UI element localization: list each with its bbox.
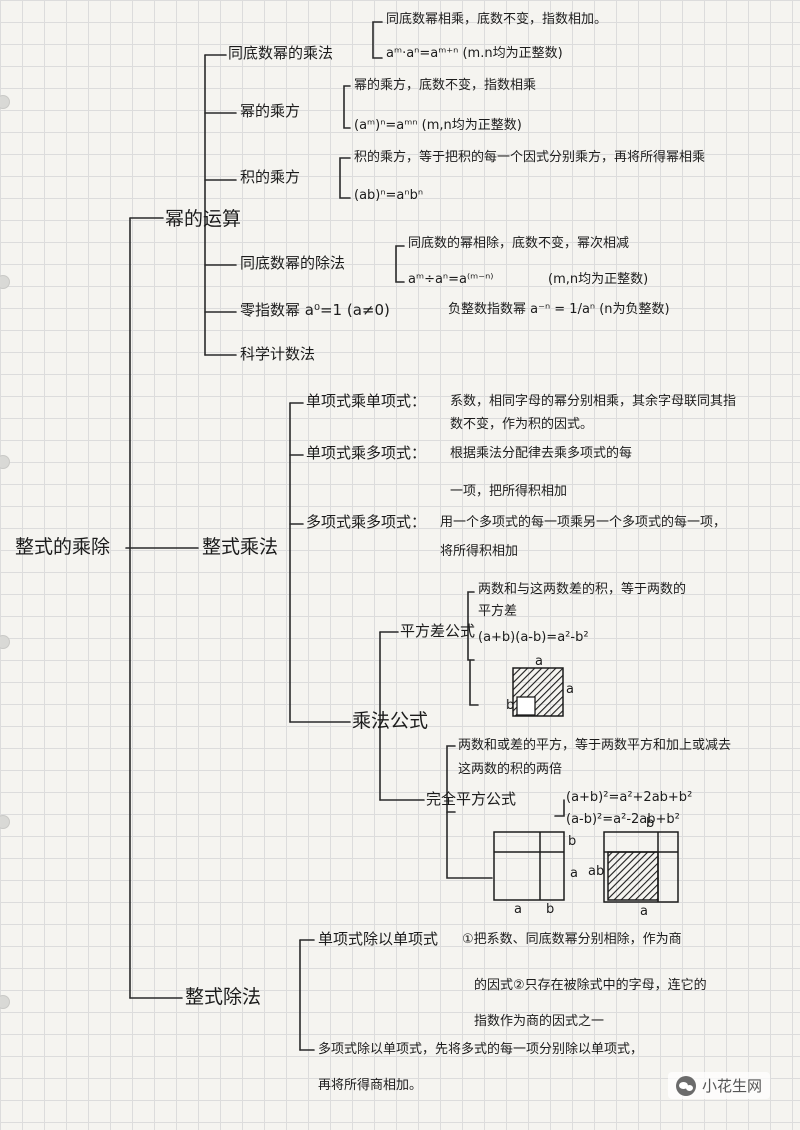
difference-of-squares-figure — [512, 667, 564, 717]
power-of-power-rule: 幂的乘方，底数不变，指数相乘 — [354, 78, 537, 93]
power-operations-node: 幂的运算 — [165, 208, 242, 230]
perfect-square-rule-1: 两数和或差的平方，等于两数平方和加上或减去 — [458, 738, 732, 753]
wechat-icon — [675, 1075, 696, 1096]
watermark-text: 小花生网 — [701, 1077, 762, 1095]
square-difference-figure — [603, 831, 679, 903]
difference-of-squares-rule-1: 两数和与这两数差的积，等于两数的 — [478, 582, 687, 597]
power-of-power-formula: (aᵐ)ⁿ=aᵐⁿ (m,n均为正整数) — [354, 118, 522, 133]
binder-hole — [0, 995, 10, 1009]
root-node: 整式的乘除 — [15, 536, 111, 558]
diff-square-label-b: b — [506, 698, 515, 713]
power-of-power-node: 幂的乘方 — [240, 102, 301, 120]
square-diff-label-a-side: a — [588, 864, 596, 879]
same-base-division-node: 同底数幂的除法 — [240, 254, 346, 272]
monomial-div-monomial-rule-2: 的因式②只存在被除式中的字母，连它的 — [474, 978, 707, 993]
watermark: 小花生网 — [667, 1072, 770, 1099]
negative-exponent-rule: 负整数指数幂 a⁻ⁿ = 1/aⁿ (n为负整数) — [448, 302, 670, 317]
square-diff-label-b-top: b — [646, 816, 655, 831]
perfect-square-label-a-bottom: a — [514, 902, 522, 917]
monomial-div-monomial-node: 单项式除以单项式 — [318, 930, 439, 948]
monomial-times-monomial-node: 单项式乘单项式： — [306, 392, 427, 410]
monomial-times-monomial-rule-1: 系数，相同字母的幂分别相乘，其余字母联同其指 — [450, 394, 737, 409]
binder-hole — [0, 455, 10, 469]
same-base-division-rule: 同底数的幂相除，底数不变，幂次相减 — [408, 236, 630, 251]
monomial-div-monomial-rule-1: ①把系数、同底数幂分别相除，作为商 — [462, 932, 682, 947]
perfect-square-formula-1: (a+b)²=a²+2ab+b² — [566, 790, 693, 805]
binder-hole — [0, 95, 10, 109]
same-base-multiplication-rule: 同底数幂相乘，底数不变，指数相加。 — [386, 12, 608, 27]
same-base-multiplication-node: 同底数幂的乘法 — [228, 44, 334, 62]
polynomial-times-polynomial-rule-1: 用一个多项式的每一项乘另一个多项式的每一项， — [440, 515, 727, 530]
diff-square-label-a-top: a — [535, 654, 543, 669]
monomial-times-polynomial-rule-2: 一项，把所得积相加 — [450, 484, 568, 499]
power-of-product-node: 积的乘方 — [240, 168, 301, 186]
power-of-product-rule: 积的乘方，等于把积的每一个因式分别乘方，再将所得幂相乘 — [354, 150, 706, 165]
binder-hole — [0, 275, 10, 289]
polynomial-times-polynomial-rule-2: 将所得积相加 — [440, 544, 519, 559]
polynomial-div-monomial-rule-1: 多项式除以单项式，先将多式的每一项分别除以单项式， — [318, 1042, 644, 1057]
monomial-times-polynomial-node: 单项式乘多项式： — [306, 444, 427, 462]
square-diff-label-b-side: b — [596, 864, 605, 879]
power-of-product-formula: (ab)ⁿ=aⁿbⁿ — [354, 188, 424, 203]
perfect-square-label-a-side: a — [570, 866, 578, 881]
perfect-square-rule-2: 这两数的积的两倍 — [458, 762, 563, 777]
binder-hole — [0, 635, 10, 649]
perfect-square-node: 完全平方公式 — [426, 790, 517, 808]
perfect-square-grid-figure — [493, 831, 565, 901]
same-base-multiplication-formula: aᵐ·aⁿ=aᵐ⁺ⁿ (m.n均为正整数) — [386, 46, 563, 61]
notebook-holes — [0, 0, 14, 1130]
monomial-div-monomial-rule-3: 指数作为商的因式之一 — [474, 1014, 605, 1029]
diff-square-label-a-side: a — [566, 682, 574, 697]
monomial-times-polynomial-rule-1: 根据乘法分配律去乘多项式的每 — [450, 446, 633, 461]
same-base-division-formula: aᵐ÷aⁿ=a⁽ᵐ⁻ⁿ⁾ — [408, 272, 494, 287]
same-base-division-condition: (m,n均为正整数) — [548, 272, 649, 287]
perfect-square-formula-2: (a-b)²=a²-2ab+b² — [566, 812, 680, 827]
scientific-notation-node: 科学计数法 — [240, 345, 316, 363]
monomial-times-monomial-rule-2: 数不变，作为积的因式。 — [450, 417, 594, 432]
perfect-square-label-b-side: b — [568, 834, 577, 849]
difference-of-squares-rule-2: 平方差 — [478, 604, 518, 619]
polynomial-times-polynomial-node: 多项式乘多项式： — [306, 513, 427, 531]
difference-of-squares-formula: (a+b)(a-b)=a²-b² — [478, 630, 589, 645]
square-diff-label-a-bottom: a — [640, 904, 648, 919]
difference-of-squares-node: 平方差公式 — [400, 622, 476, 640]
zero-exponent-node: 零指数幂 a⁰=1 (a≠0) — [240, 301, 390, 319]
polynomial-multiplication-node: 整式乘法 — [202, 536, 279, 558]
multiplication-formulas-node: 乘法公式 — [352, 710, 429, 732]
perfect-square-label-b-bottom: b — [546, 902, 555, 917]
polynomial-division-node: 整式除法 — [185, 986, 262, 1008]
binder-hole — [0, 815, 10, 829]
polynomial-div-monomial-rule-2: 再将所得商相加。 — [318, 1078, 423, 1093]
